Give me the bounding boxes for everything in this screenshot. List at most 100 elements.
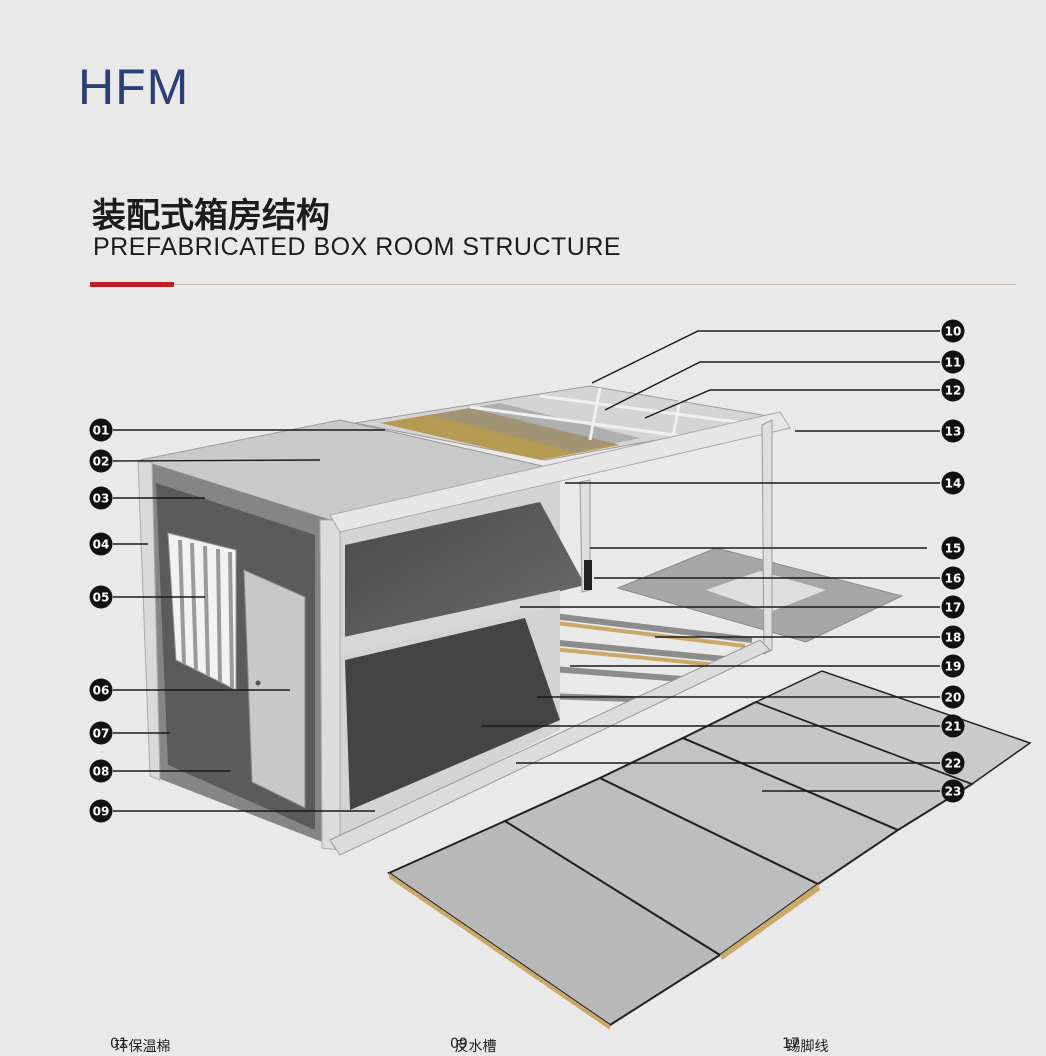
legend-item-1: 01 环保温棉 (110, 1036, 170, 1055)
callout-badge-label: 04 (93, 538, 110, 552)
legend-text: 环保温棉 (114, 1039, 171, 1055)
callout-badge-circle (941, 685, 965, 709)
callout-badge-circle (89, 721, 113, 745)
rear-column (137, 461, 161, 781)
callout-badge-17: 17 (941, 595, 965, 619)
mid-beam (330, 590, 560, 657)
floor-panels (386, 670, 1032, 1030)
callout-badge-16: 16 (941, 566, 965, 590)
legend-text: 踢脚线 (786, 1039, 829, 1055)
callout-badge-circle (89, 585, 113, 609)
callout-badge-label: 07 (93, 727, 110, 741)
callout-badge-circle (941, 566, 965, 590)
downpipe (584, 560, 592, 590)
page-title-cn: 装配式箱房结构 (92, 196, 330, 236)
callout-badge-20: 20 (941, 685, 965, 709)
callout-badge-10: 10 (941, 319, 965, 343)
callout-badge-label: 11 (945, 356, 962, 370)
door (243, 569, 306, 809)
callout-badge-21: 21 (941, 714, 965, 738)
callout-badge-12: 12 (941, 378, 965, 402)
callout-badge-circle (941, 419, 965, 443)
callout-badge-circle (941, 779, 965, 803)
callout-badge-label: 17 (945, 601, 962, 615)
callout-badge-circle (941, 625, 965, 649)
callout-badge-label: 20 (945, 691, 962, 705)
callout-badge-circle (941, 654, 965, 678)
bottom-beam (329, 639, 771, 856)
legend-strip: 01 环保温棉 09 反水槽 17 踢脚线 (0, 1036, 1046, 1056)
door-handle (255, 680, 261, 686)
callout-badge-08: 08 (89, 759, 113, 783)
callout-badge-06: 06 (89, 678, 113, 702)
callout-badge-label: 06 (93, 684, 110, 698)
callout-badge-label: 12 (945, 384, 962, 398)
brand-logo: HFM (78, 59, 190, 115)
callout-badge-circle (89, 418, 113, 442)
page-title-en: PREFABRICATED BOX ROOM STRUCTURE (93, 233, 622, 261)
far-column-front (761, 419, 773, 655)
callout-badge-label: 09 (93, 805, 110, 819)
title-divider (90, 284, 1016, 285)
callout-badge-19: 19 (941, 654, 965, 678)
floor-panel-2-edge (720, 884, 820, 960)
callout-badge-label: 05 (93, 591, 110, 605)
callout-badge-01: 01 (89, 418, 113, 442)
corner-column (319, 519, 341, 851)
callout-badge-22: 22 (941, 751, 965, 775)
callout-badge-circle (89, 486, 113, 510)
callout-badge-07: 07 (89, 721, 113, 745)
roof-rails (469, 387, 761, 453)
callout-badge-05: 05 (89, 585, 113, 609)
callout-badge-circle (89, 678, 113, 702)
callout-badge-18: 18 (941, 625, 965, 649)
callout-badge-label: 03 (93, 492, 110, 506)
callout-badge-circle (941, 714, 965, 738)
callout-badge-circle (941, 471, 965, 495)
callout-badge-circle (89, 799, 113, 823)
callout-badge-circle (941, 595, 965, 619)
floor-panel-1-edge (389, 873, 610, 1030)
callout-badge-label: 22 (945, 757, 962, 771)
upper-wall (345, 502, 585, 645)
roof-purlins (430, 403, 640, 452)
callout-badge-label: 19 (945, 660, 962, 674)
callout-badge-14: 14 (941, 471, 965, 495)
callout-badge-23: 23 (941, 779, 965, 803)
callout-badge-label: 23 (945, 785, 962, 799)
callout-badge-circle (941, 751, 965, 775)
callout-badges: 01 02 03 04 05 06 07 08 09 10 11 12 13 14 15 16 17 18 19 20… (89, 319, 965, 823)
callout-badge-circle (89, 759, 113, 783)
callout-badge-label: 01 (93, 424, 110, 438)
callout-badge-label: 16 (945, 572, 962, 586)
title-divider-accent (90, 282, 174, 287)
callout-badge-circle (89, 532, 113, 556)
callout-badge-circle (941, 350, 965, 374)
callout-badge-02: 02 (89, 449, 113, 473)
legend-text: 反水槽 (454, 1039, 497, 1055)
callout-badge-15: 15 (941, 536, 965, 560)
callout-badge-label: 14 (945, 477, 962, 491)
leader-lines (112, 330, 940, 812)
callout-badge-11: 11 (941, 350, 965, 374)
callout-badge-label: 15 (945, 542, 962, 556)
callout-badge-label: 02 (93, 455, 110, 469)
callout-badge-04: 04 (89, 532, 113, 556)
callout-badge-label: 18 (945, 631, 962, 645)
window-bars (178, 539, 234, 689)
callout-badge-circle (89, 449, 113, 473)
callout-badge-13: 13 (941, 419, 965, 443)
callout-badge-label: 13 (945, 425, 962, 439)
legend-item-2: 09 反水槽 (450, 1036, 496, 1055)
callout-badge-09: 09 (89, 799, 113, 823)
callout-badge-circle (941, 378, 965, 402)
callout-badge-03: 03 (89, 486, 113, 510)
callout-badge-label: 08 (93, 765, 110, 779)
callout-badge-circle (941, 536, 965, 560)
top-beam (329, 411, 791, 533)
callout-badge-label: 10 (945, 325, 962, 339)
legend-item-3: 17 踢脚线 (782, 1036, 828, 1055)
lower-wall (345, 618, 560, 810)
callout-badge-label: 21 (945, 720, 962, 734)
